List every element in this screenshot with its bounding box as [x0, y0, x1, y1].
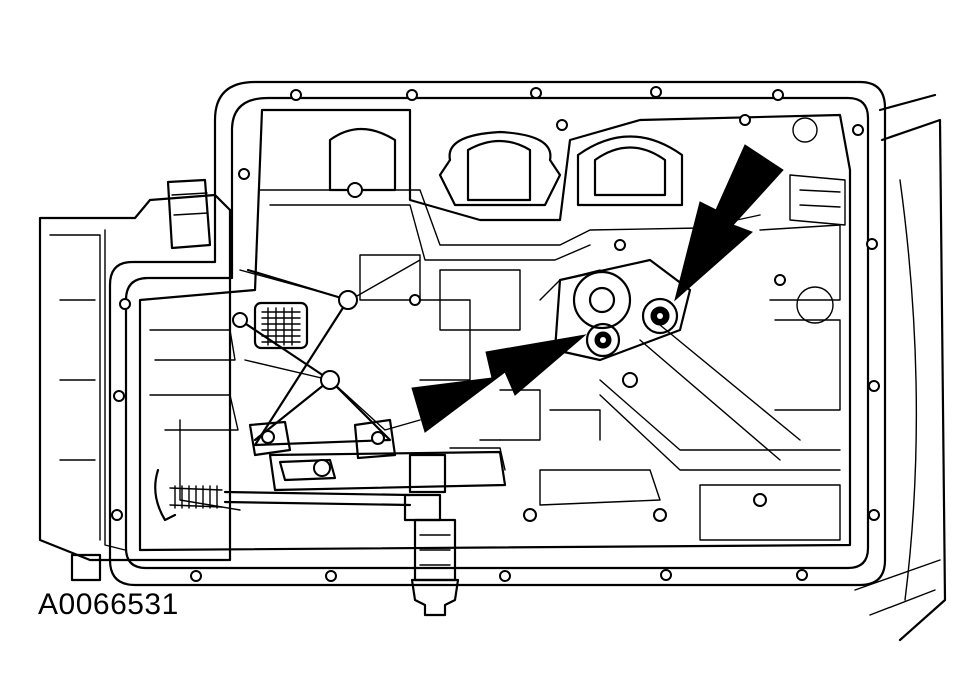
bolt-hole	[650, 86, 662, 98]
bolt-hole	[190, 570, 202, 582]
filter-screen	[253, 301, 309, 350]
bolt-hole	[119, 298, 131, 310]
manual-shaft-connector	[410, 518, 460, 617]
valve-body-webbing	[232, 114, 786, 522]
bolt-hole	[238, 168, 250, 180]
transmission-case-left	[38, 178, 232, 582]
bolt-hole	[530, 87, 542, 99]
bolt-hole	[113, 390, 125, 402]
arrow-to-upper-bolt	[674, 144, 784, 302]
bolt-hole	[772, 89, 784, 101]
valve-body-bolt-upper	[641, 297, 679, 335]
bolt-hole	[852, 124, 864, 136]
bolt-hole	[406, 89, 418, 101]
bolt-hole	[660, 569, 672, 581]
gasket-bolt-holes	[111, 86, 880, 582]
bolt-hole	[868, 509, 880, 521]
accumulator-boss	[553, 258, 692, 362]
bolt-hole	[111, 509, 123, 521]
bolt-hole	[499, 570, 511, 582]
arrow-to-lower-bolt	[411, 334, 587, 433]
valve-body-bolt-lower	[585, 322, 621, 358]
bolt-hole	[325, 570, 337, 582]
manual-valve-linkage	[154, 418, 507, 522]
bolt-hole	[290, 89, 302, 101]
bolt-hole	[796, 569, 808, 581]
pan-gasket-flange	[108, 80, 887, 587]
figure-reference-id: A0066531	[38, 588, 179, 621]
bolt-hole	[866, 238, 878, 250]
bolt-hole	[868, 380, 880, 392]
